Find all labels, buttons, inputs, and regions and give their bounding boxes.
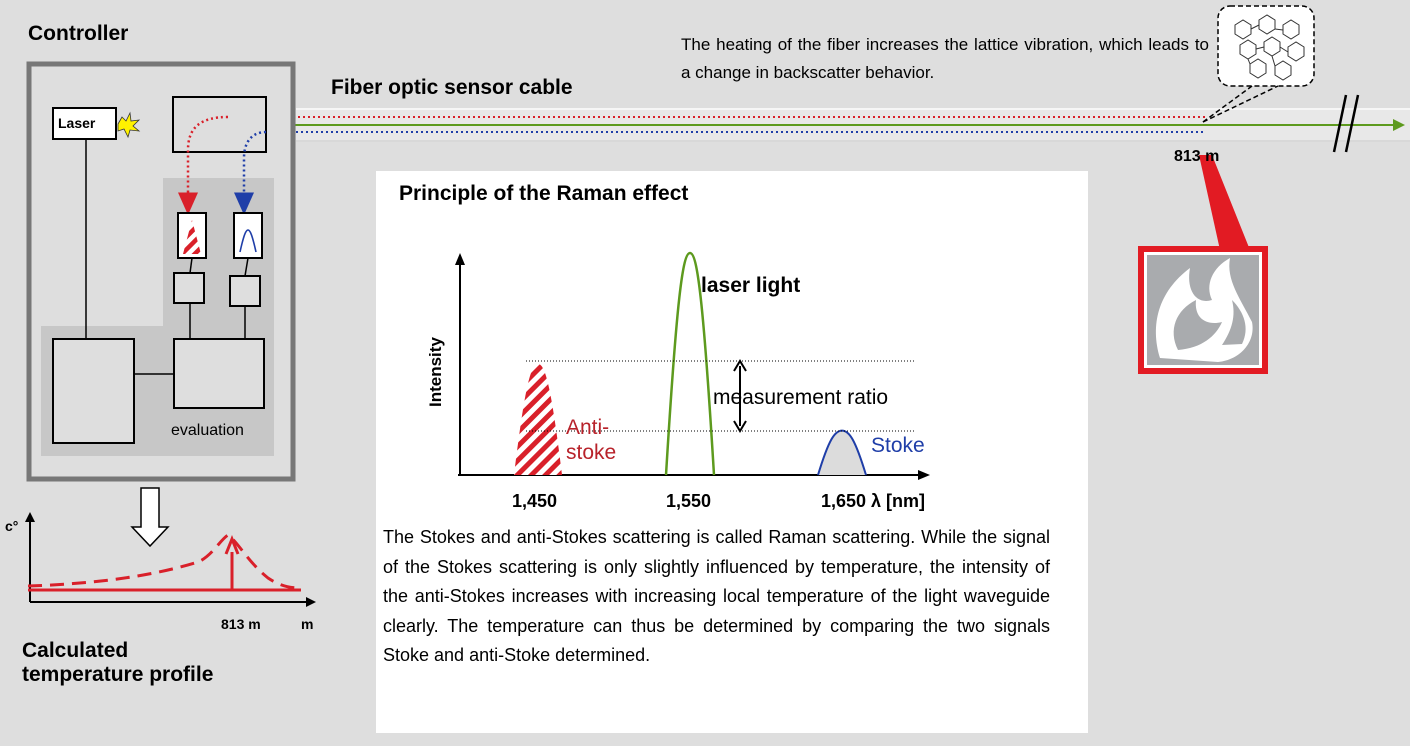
- peak-stoke: [817, 429, 867, 476]
- temperature-profile-title: Calculated temperature profile: [22, 639, 213, 687]
- anti-stokes-detector-box: [173, 272, 205, 304]
- anti-stoke-label-line1: Anti-: [566, 416, 610, 439]
- cable-break-mark: [1332, 94, 1360, 153]
- fiber-description: The heating of the fiber increases the l…: [681, 35, 1209, 82]
- beam-arrowhead: [1393, 119, 1405, 131]
- temp-hotspot-label: 813 m: [221, 616, 261, 632]
- controller-unit: [26, 61, 296, 482]
- calculated-temperature-curve: [27, 533, 300, 590]
- laser-emission-icon: [117, 111, 141, 139]
- down-arrow-icon: [130, 487, 170, 548]
- stokes-detector-box: [229, 275, 261, 307]
- stoke-label: Stoke: [871, 434, 925, 457]
- control-unit-box: [52, 338, 135, 444]
- stokes-filter-box: [233, 212, 263, 259]
- molecular-lattice-icon: [1234, 14, 1305, 81]
- stokes-filter-icon: [239, 229, 257, 253]
- anti-stoke-label-line2: stoke: [566, 441, 617, 464]
- x-tick-1450: 1,450: [512, 491, 558, 511]
- stokes-path-arrow: [234, 130, 267, 215]
- hotspot-distance-label: 813 m: [1174, 148, 1220, 165]
- raman-panel: Principle of the Raman effect Intensity …: [376, 171, 1088, 733]
- temperature-profile-chart: [25, 512, 316, 607]
- x-tick-1650: 1,650: [821, 491, 867, 511]
- evaluation-box: [173, 338, 265, 409]
- raman-panel-title: Principle of the Raman effect: [399, 182, 689, 205]
- lattice-vibration-callout: [1202, 5, 1315, 123]
- measurement-ratio-label: measurement ratio: [713, 386, 889, 409]
- peak-laser-light: [664, 251, 716, 476]
- intensity-axis-label: Intensity: [426, 337, 445, 407]
- raman-spectrum-chart: [455, 251, 930, 480]
- laser-label: Laser: [58, 115, 96, 131]
- hotspot-flame-callout: [1138, 155, 1268, 374]
- anti-stokes-filter-icon: [183, 220, 201, 254]
- temp-x-unit-label: m: [301, 616, 314, 632]
- peak-anti-stoke: [514, 364, 562, 475]
- controller-title: Controller: [28, 22, 129, 45]
- beam-splitter-box: [172, 96, 267, 153]
- laser-light-label: laser light: [701, 274, 801, 297]
- evaluation-label: evaluation: [171, 422, 244, 439]
- fiber-title: Fiber optic sensor cable: [331, 76, 573, 99]
- laser-box: [52, 107, 117, 140]
- fiber-optic-cable: [140, 94, 1410, 153]
- temperature-profile-title-line2: temperature profile: [22, 663, 214, 686]
- x-axis-unit-label: λ [nm]: [871, 491, 925, 511]
- x-tick-1550: 1,550: [666, 491, 712, 511]
- hotspot-marker-arrow: [224, 534, 240, 555]
- temp-y-axis-label: c°: [5, 518, 19, 534]
- temperature-profile-title-line1: Calculated: [22, 639, 129, 662]
- raman-explanation-text: The Stokes and anti-Stokes scattering is…: [383, 527, 1050, 665]
